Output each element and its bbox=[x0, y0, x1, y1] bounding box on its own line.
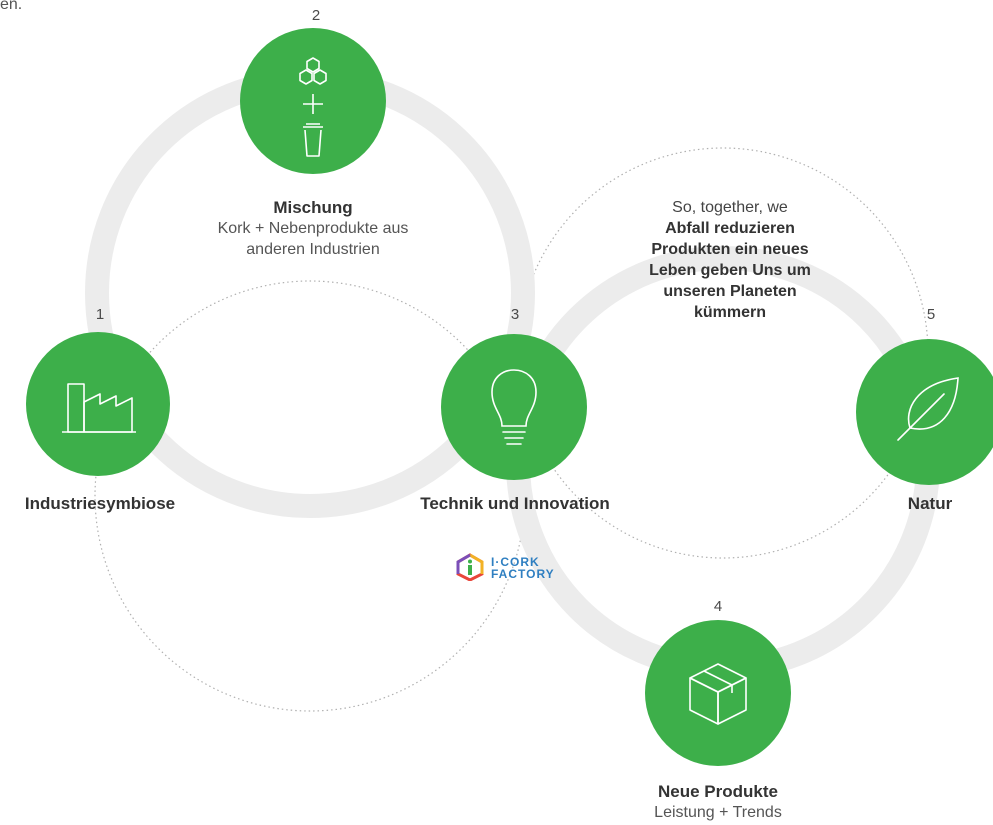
logo-mark-icon bbox=[456, 553, 484, 581]
node-industriesymbiose bbox=[26, 332, 170, 476]
center-bold-line-5: kümmern bbox=[693, 304, 767, 321]
step-5-number: 5 bbox=[926, 306, 936, 323]
center-bold-line-2: Produkten ein neues bbox=[651, 241, 809, 258]
step-3-number: 3 bbox=[510, 306, 520, 323]
box-icon bbox=[689, 663, 747, 725]
node-technik bbox=[441, 334, 587, 480]
icork-factory-logo: I·CORK FACTORY bbox=[455, 553, 565, 583]
top-text-fragment: en. bbox=[0, 0, 23, 13]
step-4-subtitle: Leistung + Trends bbox=[654, 804, 782, 821]
step-3-title: Technik und Innovation bbox=[420, 494, 610, 513]
step-5-title: Natur bbox=[907, 494, 953, 513]
node-neue-produkte bbox=[645, 620, 791, 766]
node-mischung bbox=[240, 28, 386, 174]
center-bold-line-4: unseren Planeten bbox=[663, 283, 797, 300]
step-4-title: Neue Produkte bbox=[658, 782, 778, 801]
step-2-title: Mischung bbox=[273, 198, 353, 217]
step-2-subtitle-line-2: anderen Industrien bbox=[246, 241, 380, 258]
hexagons-plus-bin-icon bbox=[299, 57, 327, 157]
step-2-subtitle-line-1: Kork + Nebenprodukte aus bbox=[217, 220, 409, 237]
step-2-number: 2 bbox=[311, 7, 321, 24]
step-1-number: 1 bbox=[95, 306, 105, 323]
factory-icon bbox=[62, 383, 136, 433]
logo-line-2: FACTORY bbox=[491, 567, 555, 581]
lightbulb-icon bbox=[491, 369, 537, 445]
center-bold-line-3: Leben geben Uns um bbox=[649, 262, 811, 279]
node-natur bbox=[856, 339, 993, 485]
step-2-label: Mischung Kork + Nebenprodukte aus andere… bbox=[163, 198, 463, 260]
step-1-title: Industriesymbiose bbox=[24, 494, 176, 513]
center-intro: So, together, we bbox=[672, 199, 788, 216]
leaf-icon bbox=[897, 377, 959, 441]
logo-line-1: I·CORK bbox=[491, 555, 540, 569]
step-4-number: 4 bbox=[713, 598, 723, 615]
step-4-label: Neue Produkte Leistung + Trends bbox=[618, 782, 818, 823]
center-statement: So, together, we Abfall reduzieren Produ… bbox=[600, 197, 860, 323]
center-bold-line-1: Abfall reduzieren bbox=[665, 220, 795, 237]
